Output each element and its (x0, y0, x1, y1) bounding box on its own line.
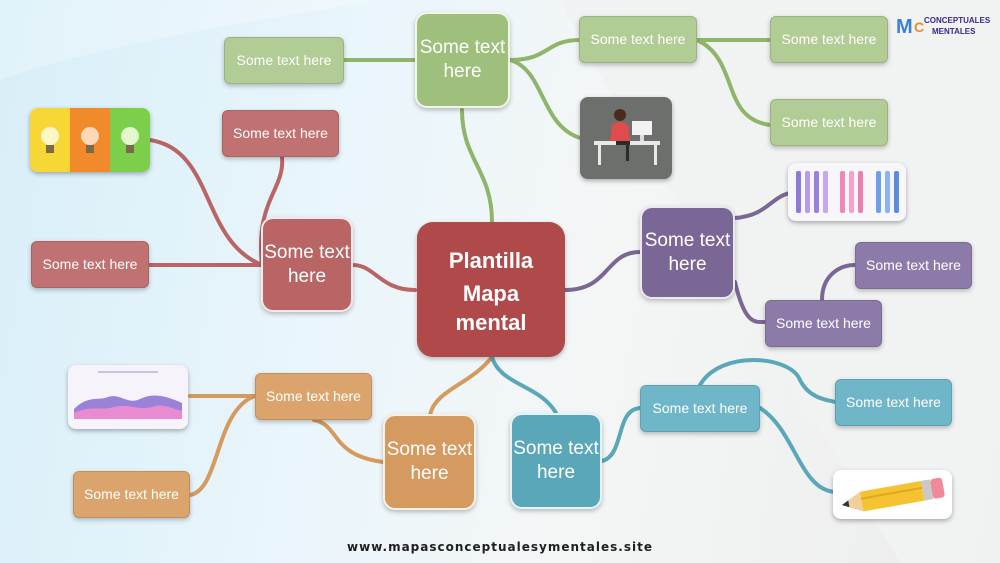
red-top-node[interactable]: Some text here (222, 110, 339, 157)
blue-mid-node[interactable]: Some text here (640, 385, 760, 432)
pencil-icon (833, 470, 952, 519)
purple-top-node[interactable]: Some text here (855, 242, 972, 289)
green-left-node[interactable]: Some text here (224, 37, 344, 84)
site-logo[interactable]: M C CONCEPTUALES MENTALES (896, 12, 992, 40)
logo-line2: MENTALES (932, 27, 976, 36)
blue-connectors (490, 355, 837, 494)
red-topic[interactable]: Some text here (261, 217, 353, 312)
green-right-node[interactable]: Some text here (579, 16, 697, 63)
person-at-desk-icon (580, 97, 672, 179)
purple-bottom-node[interactable]: Some text here (765, 300, 882, 347)
svg-text:C: C (914, 19, 924, 35)
orange-topic[interactable]: Some text here (383, 414, 476, 510)
central-title-line2: Mapa mental (455, 281, 527, 335)
red-left-node[interactable]: Some text here (31, 241, 149, 288)
footer-url[interactable]: www.mapasconceptualesymentales.site (347, 540, 653, 554)
markers-icon (788, 163, 906, 221)
central-topic[interactable]: Plantilla Mapa mental (417, 222, 565, 357)
orange-top-node[interactable]: Some text here (255, 373, 372, 420)
blue-far-node[interactable]: Some text here (835, 379, 952, 426)
light-bulbs-icon (30, 108, 150, 172)
purple-topic[interactable]: Some text here (640, 206, 735, 299)
central-title-line1: Plantilla (448, 247, 534, 273)
green-far-top-node[interactable]: Some text here (770, 16, 888, 63)
area-chart-icon (68, 365, 188, 429)
orange-bottom-node[interactable]: Some text here (73, 471, 190, 518)
orange-connectors (188, 355, 494, 497)
green-topic[interactable]: Some text here (415, 12, 510, 108)
logo-line1: CONCEPTUALES (924, 16, 991, 25)
blue-topic[interactable]: Some text here (510, 413, 602, 509)
green-connectors (343, 38, 772, 224)
svg-text:M: M (896, 16, 913, 38)
green-far-bottom-node[interactable]: Some text here (770, 99, 888, 146)
